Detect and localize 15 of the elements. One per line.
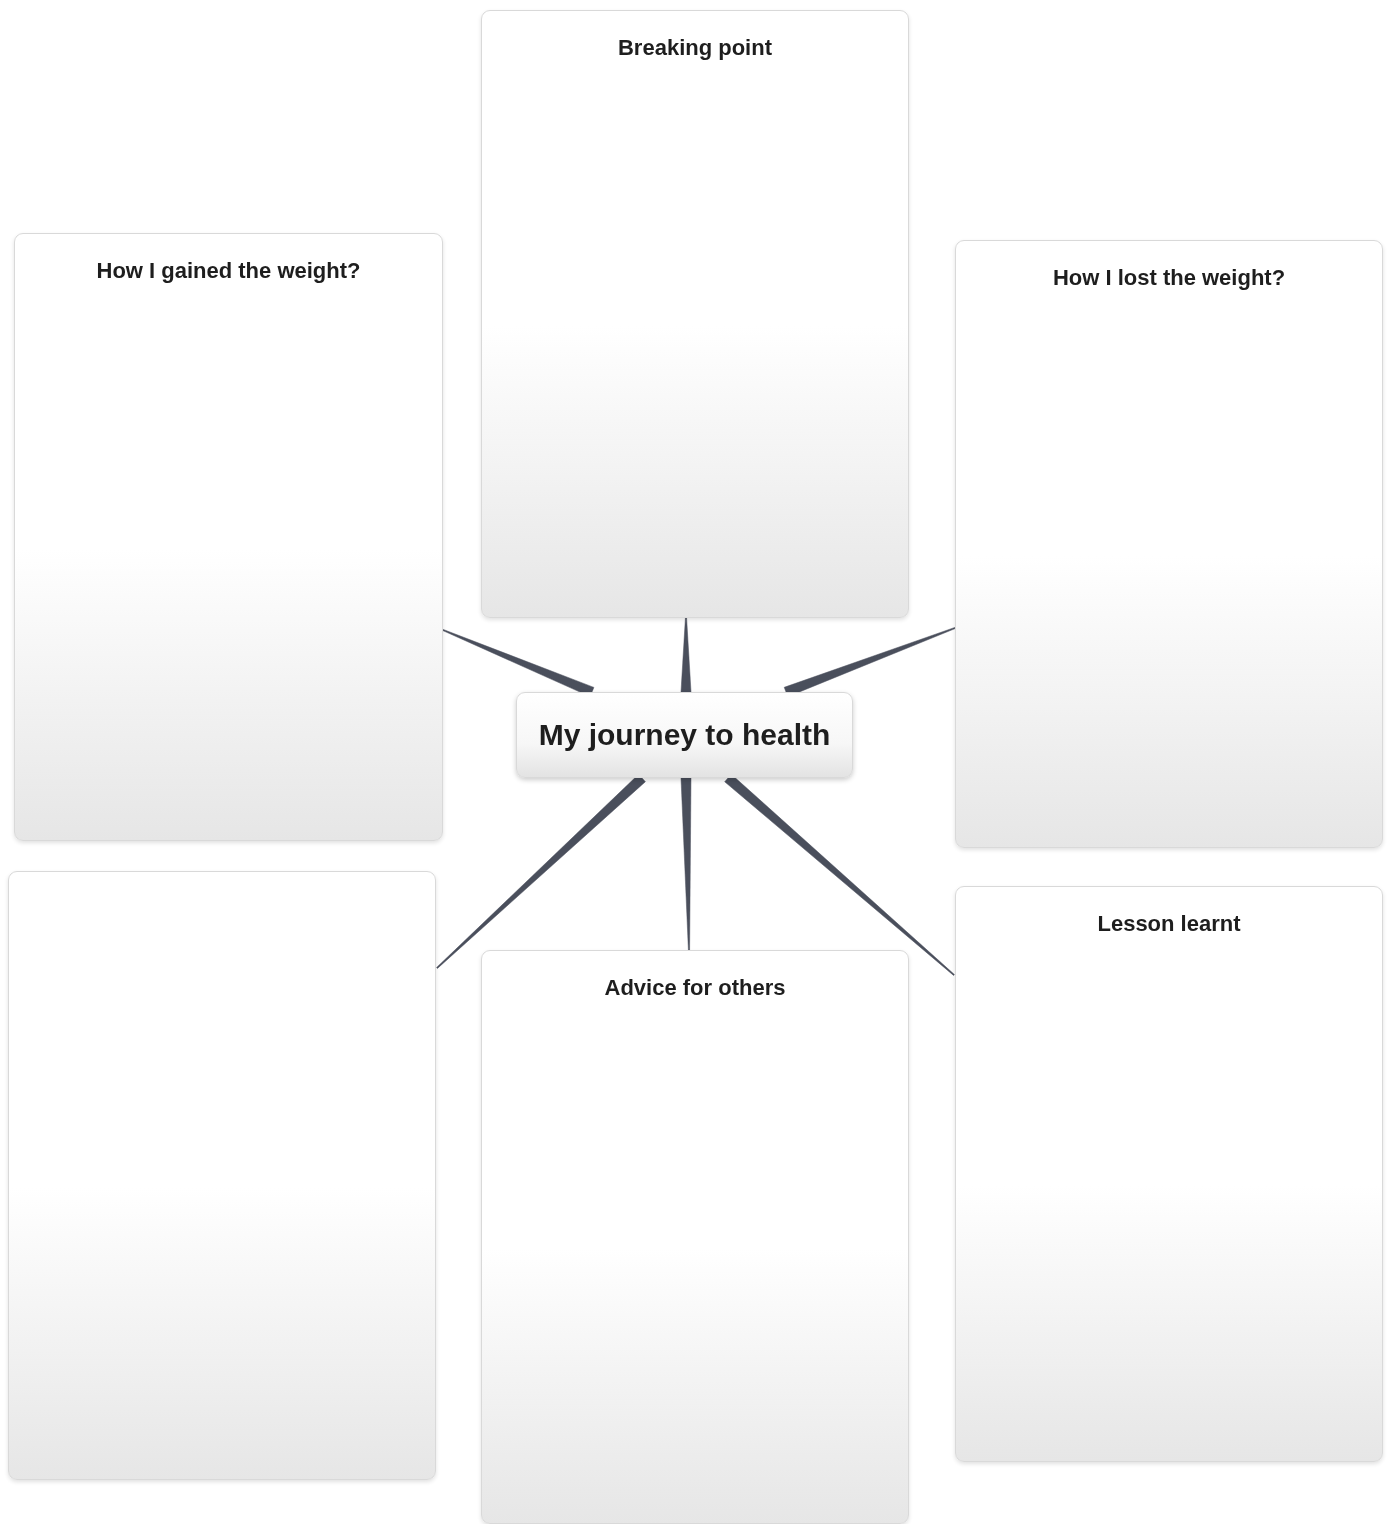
topic-card (481, 10, 909, 618)
topic-card (14, 233, 443, 841)
card-heading: Advice for others (604, 975, 786, 1001)
topic-card (8, 871, 436, 1480)
card-heading: How I gained the weight? (96, 258, 361, 284)
topic-card (481, 950, 909, 1524)
card-heading: Lesson learnt (1097, 911, 1241, 937)
connector-spoke (680, 617, 692, 693)
connector-spoke (680, 777, 692, 951)
card-heading: Breaking point (618, 35, 772, 61)
topic-card (955, 886, 1383, 1462)
topic-card (955, 240, 1383, 848)
card-heading: How I lost the weight? (1052, 265, 1286, 291)
central-topic: My journey to health (538, 718, 831, 752)
central-topic-box (516, 692, 853, 778)
